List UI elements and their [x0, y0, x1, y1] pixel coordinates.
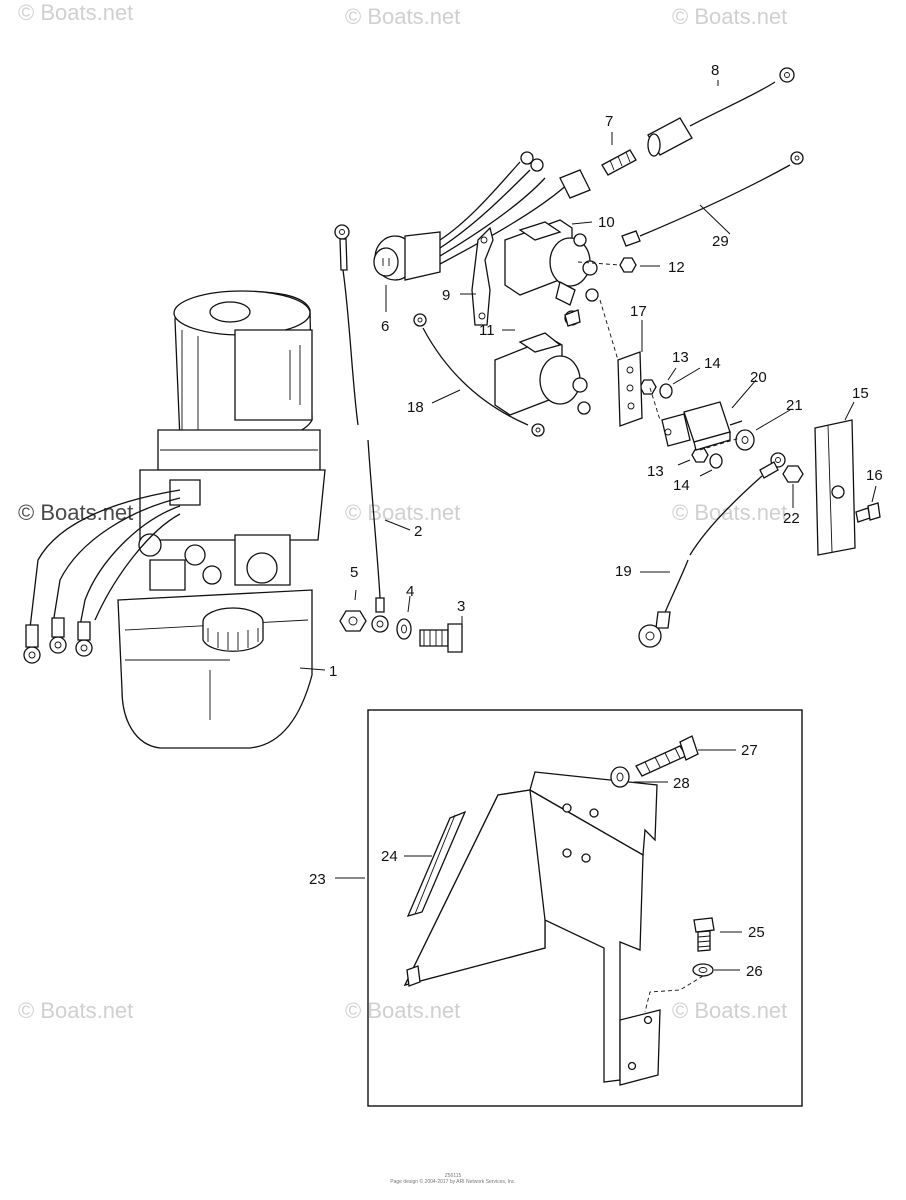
callout-20: 20 [750, 369, 767, 386]
nut-terminal[interactable] [619, 257, 637, 273]
screw[interactable] [855, 502, 881, 523]
callout-1: 1 [329, 663, 337, 680]
nut-small-upper[interactable] [639, 379, 657, 395]
watermark-bottom-center: © Boats.net [345, 998, 461, 1023]
callout-13a: 13 [672, 349, 689, 366]
callout-25: 25 [748, 924, 765, 941]
watermark-mid-right: © Boats.net [672, 500, 788, 525]
callout-4: 4 [406, 583, 414, 600]
cable-with-ring[interactable] [638, 452, 786, 648]
callout-16: 16 [866, 467, 883, 484]
fuse-block[interactable] [661, 401, 743, 451]
short-cable[interactable] [413, 313, 545, 437]
callout-11: 11 [479, 322, 495, 339]
callout-18: 18 [407, 399, 424, 416]
watermark-bottom-left: © Boats.net [18, 998, 134, 1023]
pump-motor-reservoir-assembly[interactable] [23, 290, 326, 749]
bracket-nut[interactable] [610, 766, 630, 788]
lockwasher-upper[interactable] [659, 383, 673, 399]
watermark-top-center: © Boats.net [345, 4, 461, 29]
flat-washer[interactable] [735, 429, 755, 451]
wiring-connector[interactable] [373, 151, 591, 281]
callout-27: 27 [741, 742, 758, 759]
bracket-bolt-long[interactable] [635, 735, 699, 777]
callout-leaders [299, 80, 877, 971]
callout-14b: 14 [673, 477, 690, 494]
callout-3: 3 [457, 598, 465, 615]
callout-8: 8 [711, 62, 719, 79]
watermark-mid-left: © Boats.net [18, 500, 134, 525]
watermark-top-left: © Boats.net [18, 0, 134, 25]
footer-copyright: Page design © 2004-2017 by ARI Network S… [390, 1179, 516, 1185]
callout-2: 2 [414, 523, 422, 540]
callout-14a: 14 [704, 355, 721, 372]
bolt[interactable] [419, 623, 463, 653]
callout-15: 15 [852, 385, 869, 402]
hex-nut[interactable] [782, 465, 804, 483]
callout-5: 5 [350, 564, 358, 581]
washer[interactable] [396, 618, 412, 640]
fuse-lead[interactable] [647, 67, 795, 157]
watermark-bottom-right: © Boats.net [672, 998, 788, 1023]
callout-10: 10 [598, 214, 615, 231]
bracket-washer[interactable] [692, 963, 714, 977]
callout-labels: 1 2 3 4 5 6 7 8 9 10 11 12 13 13 14 14 1… [309, 62, 883, 980]
callout-29: 29 [712, 233, 729, 250]
bracket-bolt[interactable] [693, 917, 715, 952]
callout-22: 22 [783, 510, 800, 527]
bracket-kit-inset-box [367, 709, 803, 1107]
callout-13b: 13 [647, 463, 664, 480]
footer-code: Z56115 [444, 1173, 462, 1179]
battery-lead[interactable] [621, 151, 804, 247]
fuse-holder[interactable] [601, 149, 637, 176]
callout-26: 26 [746, 963, 763, 980]
mounting-bracket[interactable] [471, 226, 494, 326]
pump-mounting-bracket[interactable] [403, 771, 661, 1086]
watermark-mid-center: © Boats.net [345, 500, 461, 525]
callout-23: 23 [309, 871, 326, 888]
callout-19: 19 [615, 563, 632, 580]
callout-21: 21 [786, 397, 803, 414]
callout-24: 24 [381, 848, 398, 865]
solenoid-lower[interactable] [494, 309, 591, 416]
nut-small-lower[interactable] [691, 447, 709, 463]
callout-9: 9 [442, 287, 450, 304]
lockwasher-lower[interactable] [709, 453, 723, 469]
rubber-strip[interactable] [406, 810, 467, 918]
watermark-top-right: © Boats.net [672, 4, 788, 29]
nut[interactable] [339, 610, 367, 632]
solenoid-upper[interactable] [504, 219, 599, 306]
callout-7: 7 [605, 113, 613, 130]
terminal-strip[interactable] [617, 351, 643, 427]
callout-6: 6 [381, 318, 389, 335]
terminal-cover[interactable] [814, 419, 856, 556]
callout-12: 12 [668, 259, 685, 276]
callout-28: 28 [673, 775, 690, 792]
ground-cable[interactable] [334, 224, 389, 633]
callout-17: 17 [630, 303, 647, 320]
